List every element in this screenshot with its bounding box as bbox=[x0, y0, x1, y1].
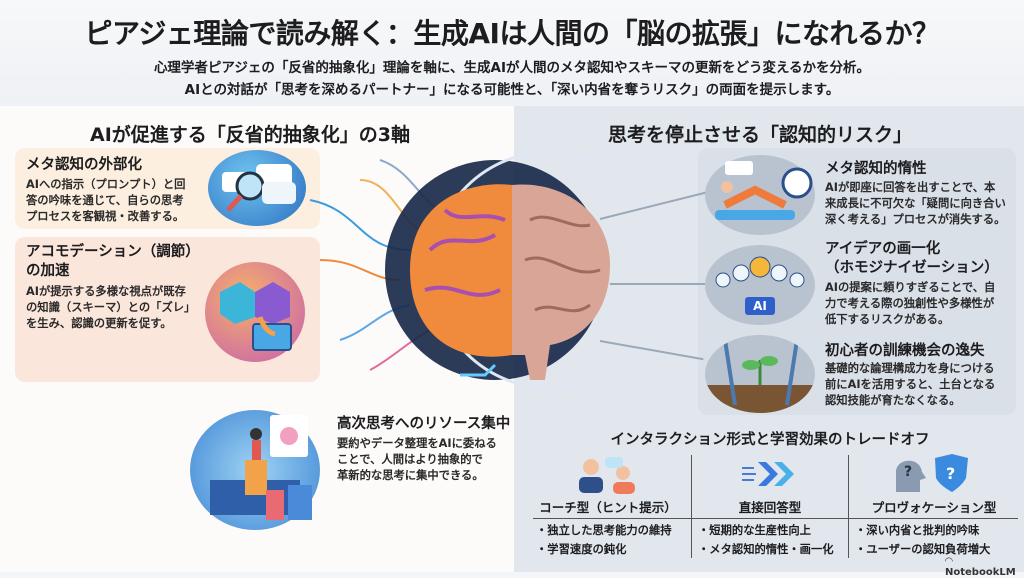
brain-illustration bbox=[309, 150, 660, 390]
lightbulbs-ai-icon bbox=[705, 245, 815, 325]
card-body-line: 答の吟味を通じて、自らの思考 bbox=[26, 194, 184, 207]
card-body-line: AIへの指示（プロンプト）と回 bbox=[26, 178, 186, 191]
card-title-line: アイデアの画一化 bbox=[825, 241, 941, 257]
card-title-line: の加速 bbox=[26, 263, 70, 279]
card-body: AIが即座に回答を出すことで、本 来成長に不可欠な「疑問に向き合い 深く考える」… bbox=[825, 180, 1015, 228]
card-body: AIの提案に頼りすぎることで、自 力で考える際の独創性や多様性が 低下するリスク… bbox=[825, 280, 1015, 328]
card-body-line: 基礎的な論理構成力を身につける bbox=[825, 362, 995, 375]
card-body-line: AIの提案に頼りすぎることで、自 bbox=[825, 281, 996, 294]
card-body-line: プロセスを客観視・改善する。 bbox=[26, 210, 185, 223]
header bbox=[0, 0, 1024, 106]
point: ・独立した思考能力の維持 bbox=[536, 524, 672, 537]
schema-blocks-icon bbox=[205, 262, 305, 362]
ai-chip-label: AI bbox=[753, 299, 767, 313]
card-body-line: AIが即座に回答を出すことで、本 bbox=[825, 181, 996, 194]
card-title: 高次思考へのリソース集中 bbox=[337, 416, 511, 432]
point: ・深い内省と批判的吟味 bbox=[855, 524, 980, 537]
question-head-shield-icon: ?? bbox=[896, 454, 968, 492]
column-points: ・深い内省と批判的吟味 ・ユーザーの認知負荷増大 bbox=[855, 521, 990, 559]
column-points: ・短期的な生産性向上 ・メタ認知的惰性・画一化 bbox=[698, 521, 834, 559]
card-title: アイデアの画一化 （ホモジナイゼーション） bbox=[825, 240, 999, 278]
column-divider bbox=[848, 455, 849, 558]
left-section-title: AIが促進する「反省的抽象化」の3軸 bbox=[90, 124, 410, 146]
card-body-line: AIが提示する多様な視点が既存 bbox=[26, 285, 186, 298]
card-title-line: メタ認知的惰性 bbox=[825, 161, 927, 177]
card-body-line: 要約やデータ整理をAIに委ねる bbox=[337, 437, 497, 450]
right-section-title: 思考を停止させる「認知的リスク」 bbox=[607, 124, 912, 146]
card-body-line: 来成長に不可欠な「疑問に向き合い bbox=[825, 197, 1006, 210]
card-body-line: を生み、認識の更新を促す。 bbox=[26, 317, 172, 330]
card-body-line: の知識（スキーマ）との「ズレ」 bbox=[26, 301, 196, 314]
card-body-line: 革新的な思考に集中できる。 bbox=[337, 469, 484, 482]
magnifier-chat-icon bbox=[208, 150, 306, 226]
card-title-line: アコモデーション（調節） bbox=[26, 244, 200, 260]
card-title: メタ認知の外部化 bbox=[26, 157, 142, 173]
connector-line bbox=[610, 283, 705, 285]
table-divider bbox=[533, 518, 1018, 519]
subtitle-line-2: AIとの対話が「思考を深めるパートナー」になる可能性と、「深い内省を奪うリスク」… bbox=[184, 82, 840, 98]
card-body-line: 低下するリスクがある。 bbox=[825, 313, 950, 326]
card-body-line: 深く考える」プロセスが消失する。 bbox=[825, 213, 1006, 226]
card-title: 初心者の訓練機会の逸失 bbox=[825, 342, 985, 361]
coach-people-icon bbox=[579, 457, 635, 494]
card-body-line: ことで、人間はより抽象的で bbox=[337, 453, 483, 466]
card-body: 要約やデータ整理をAIに委ねる ことで、人間はより抽象的で 革新的な思考に集中で… bbox=[337, 436, 512, 484]
notebooklm-logo-icon: ◠ bbox=[945, 556, 953, 567]
point: ・ユーザーの認知負荷増大 bbox=[855, 543, 991, 556]
card-body-line: 認知技能が育たなくなる。 bbox=[825, 394, 961, 407]
card-title: アコモデーション（調節） の加速 bbox=[26, 243, 200, 281]
brand-label: NotebookLM bbox=[945, 567, 1016, 578]
column-header-direct: 直接回答型 bbox=[738, 500, 802, 515]
reclining-person-icon bbox=[705, 155, 815, 235]
card-body-line: 前にAIを活用すると、土台となる bbox=[825, 378, 996, 391]
point: ・学習速度の鈍化 bbox=[536, 543, 627, 556]
notebooklm-brand: ◠ NotebookLM bbox=[945, 556, 1024, 578]
tradeoff-title: インタラクション形式と学習効果のトレードオフ bbox=[610, 432, 930, 448]
column-points: ・独立した思考能力の維持 ・学習速度の鈍化 bbox=[536, 521, 672, 559]
point: ・短期的な生産性向上 bbox=[698, 524, 811, 537]
card-title-line: （ホモジナイゼーション） bbox=[825, 260, 999, 276]
column-divider bbox=[691, 455, 692, 558]
card-body: AIへの指示（プロンプト）と回 答の吟味を通じて、自らの思考 プロセスを客観視・… bbox=[26, 177, 206, 225]
card-body: AIが提示する多様な視点が既存 の知識（スキーマ）との「ズレ」 を生み、認識の更… bbox=[26, 284, 211, 332]
svg-text:?: ? bbox=[946, 464, 955, 483]
card-body-line: 力で考える際の独創性や多様性が bbox=[825, 297, 995, 310]
fast-forward-chevrons-icon bbox=[742, 462, 794, 486]
card-title: メタ認知的惰性 bbox=[825, 160, 927, 179]
resource-focus-illustration bbox=[190, 410, 320, 530]
column-header-coach: コーチ型（ヒント提示） bbox=[539, 500, 677, 515]
point: ・メタ認知的惰性・画一化 bbox=[698, 543, 834, 556]
column-header-provocation: プロヴォケーション型 bbox=[871, 500, 997, 515]
page-title: ピアジェ理論で読み解く：生成AIは人間の「脳の拡張」になれるか？ bbox=[84, 17, 940, 50]
card-title-line: 初心者の訓練機会の逸失 bbox=[825, 343, 985, 359]
subtitle-line-1: 心理学者ピアジェの「反省的抽象化」理論を軸に、生成AIが人間のメタ認知やスキーマ… bbox=[153, 60, 871, 76]
card-body: 基礎的な論理構成力を身につける 前にAIを活用すると、土台となる 認知技能が育た… bbox=[825, 361, 1015, 409]
crutches-sprout-icon bbox=[705, 335, 815, 413]
svg-text:?: ? bbox=[904, 464, 912, 480]
